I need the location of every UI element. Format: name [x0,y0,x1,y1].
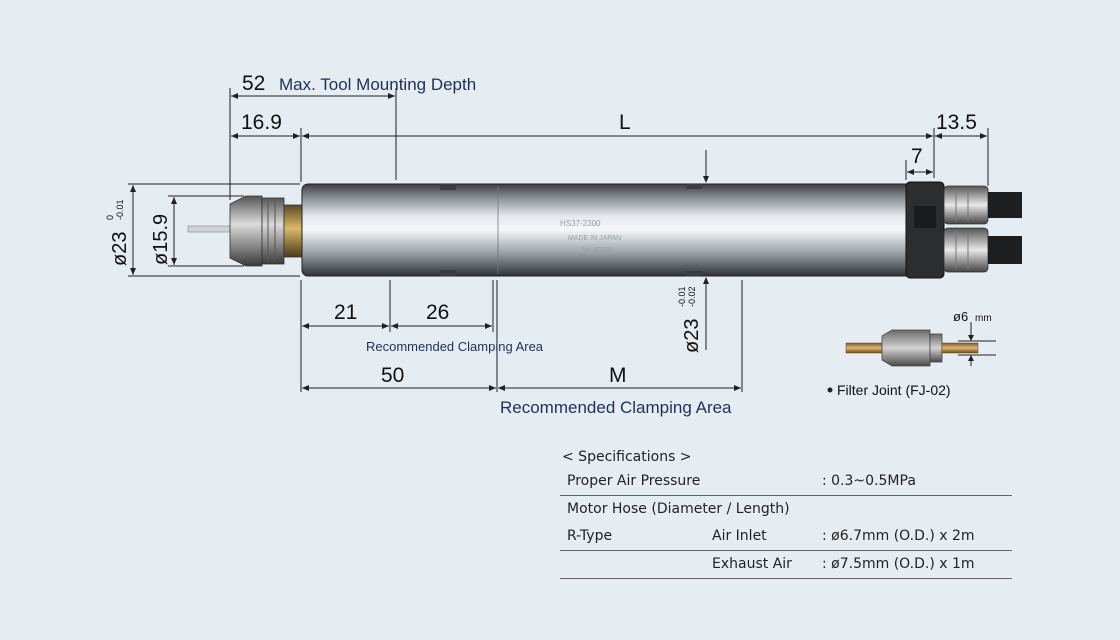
tol-right-bottom: -0.02 [687,286,697,307]
dimension-lines [130,93,987,391]
dim-21: 21 [334,301,357,324]
tol-left-top: 0 [105,215,115,220]
dim-50: 50 [381,364,404,387]
spec-label: Motor Hose (Diameter / Length) [567,501,790,517]
spec-label: Proper Air Pressure [567,473,701,489]
spec-row-exhaust-air: Exhaust Air : ø7.5mm (O.D.) x 1m [560,551,1012,579]
clamp-label-small: Recommended Clamping Area [366,339,544,354]
filter-joint: ø6 mm Filter Joint (FJ-02) [827,309,996,398]
spec-value: : ø6.7mm (O.D.) x 2m [822,528,975,544]
dim-max-tool-depth: Max. Tool Mounting Depth [279,75,476,94]
spec-label: R-Type [567,528,613,544]
svg-text:HS37-2300: HS37-2300 [560,219,601,228]
svg-text:No.40100: No.40100 [582,247,612,254]
spec-row-air-pressure: Proper Air Pressure : 0.3~0.5MPa [560,468,1012,496]
dimension-labels: 52 Max. Tool Mounting Depth 16.9 L 13.5 … [105,72,977,417]
dim-dia23-left: ø23 [109,232,131,266]
specifications-table: < Specifications > Proper Air Pressure :… [560,446,1012,579]
spec-row-air-inlet: R-Type Air Inlet : ø6.7mm (O.D.) x 2m [560,523,1012,551]
filter-dia: ø6 [953,309,968,324]
filter-unit: mm [975,313,992,324]
dim-7: 7 [911,145,923,168]
extension-lines [128,88,989,392]
dim-dia15-9: ø15.9 [150,214,172,265]
tol-left-bottom: -0.01 [115,199,125,220]
tol-right-top: -0.01 [677,286,687,307]
dim-13-5: 13.5 [936,111,977,134]
spec-row-motor-hose: Motor Hose (Diameter / Length) [560,496,1012,523]
spec-sublabel: Air Inlet [712,528,767,544]
specs-title: < Specifications > [562,449,692,465]
dim-dia23-right: ø23 [681,319,703,353]
spindle-body: HS37-2300 MADE IN JAPAN No.40100 [187,181,1022,279]
spec-value: : ø7.5mm (O.D.) x 1m [822,556,975,572]
dim-16-9: 16.9 [241,111,282,134]
dim-26: 26 [426,301,449,324]
spec-value: : 0.3~0.5MPa [822,473,916,489]
clamp-label-large: Recommended Clamping Area [500,398,732,417]
filter-caption: Filter Joint (FJ-02) [837,382,951,398]
dim-M: M [609,364,627,387]
svg-text:MADE IN JAPAN: MADE IN JAPAN [568,235,621,242]
dim-52: 52 [242,72,265,95]
spec-sublabel: Exhaust Air [712,556,792,572]
dim-L: L [619,111,631,134]
